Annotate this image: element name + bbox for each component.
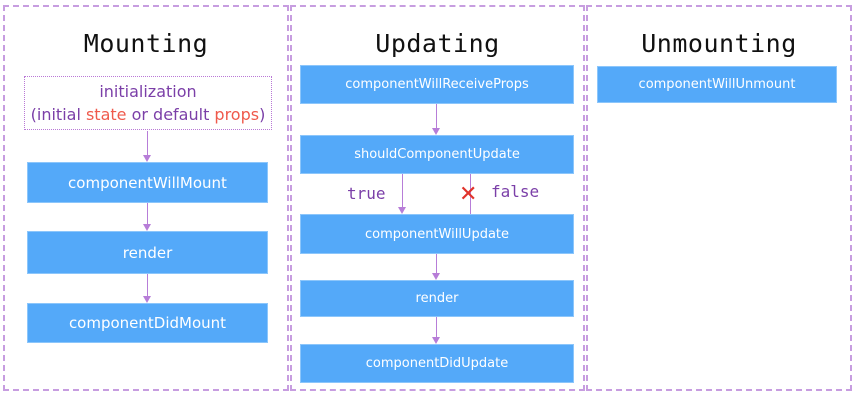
false-label: false <box>491 182 540 201</box>
unmounting-title: Unmounting <box>641 29 797 58</box>
arrow-line <box>436 104 437 128</box>
arrow-head <box>432 273 440 280</box>
true-arrow-line <box>402 174 403 207</box>
cross-icon: ✕ <box>459 182 478 207</box>
updating-panel: Updating <box>290 5 585 391</box>
component-will-receive-props-box: componentWillReceiveProps <box>300 65 574 104</box>
arrow-head <box>143 224 151 231</box>
arrow-head <box>432 128 440 135</box>
arrow-line <box>147 131 148 155</box>
arrow-head <box>432 337 440 344</box>
false-branch-line <box>470 174 471 214</box>
component-will-update-box: componentWillUpdate <box>300 214 574 254</box>
unmounting-panel: Unmounting <box>586 5 852 391</box>
component-did-update-box: componentDidUpdate <box>300 344 574 383</box>
should-component-update-box: shouldComponentUpdate <box>300 135 574 174</box>
mounting-title: Mounting <box>83 29 209 58</box>
update-render-box: render <box>300 280 574 317</box>
state-text: state <box>85 105 127 124</box>
initialization-box: initialization (initial state or default… <box>24 76 272 130</box>
component-did-mount-box: componentDidMount <box>27 303 268 343</box>
true-label: true <box>347 184 386 203</box>
arrow-line <box>436 317 437 337</box>
updating-title: Updating <box>375 29 500 58</box>
arrow-line <box>436 254 437 273</box>
initialization-label: initialization <box>99 82 197 101</box>
component-will-unmount-box: componentWillUnmount <box>597 66 837 103</box>
arrow-head <box>143 296 151 303</box>
mount-render-box: render <box>27 231 268 274</box>
arrow-line <box>147 203 148 225</box>
arrow-line <box>147 274 148 296</box>
props-text: props <box>214 105 260 124</box>
component-will-mount-box: componentWillMount <box>27 162 268 203</box>
initialization-detail: (initial state or default props) <box>30 105 266 124</box>
true-arrow-head <box>398 207 406 214</box>
mounting-panel: Mounting <box>3 5 289 391</box>
arrow-head <box>143 155 151 162</box>
